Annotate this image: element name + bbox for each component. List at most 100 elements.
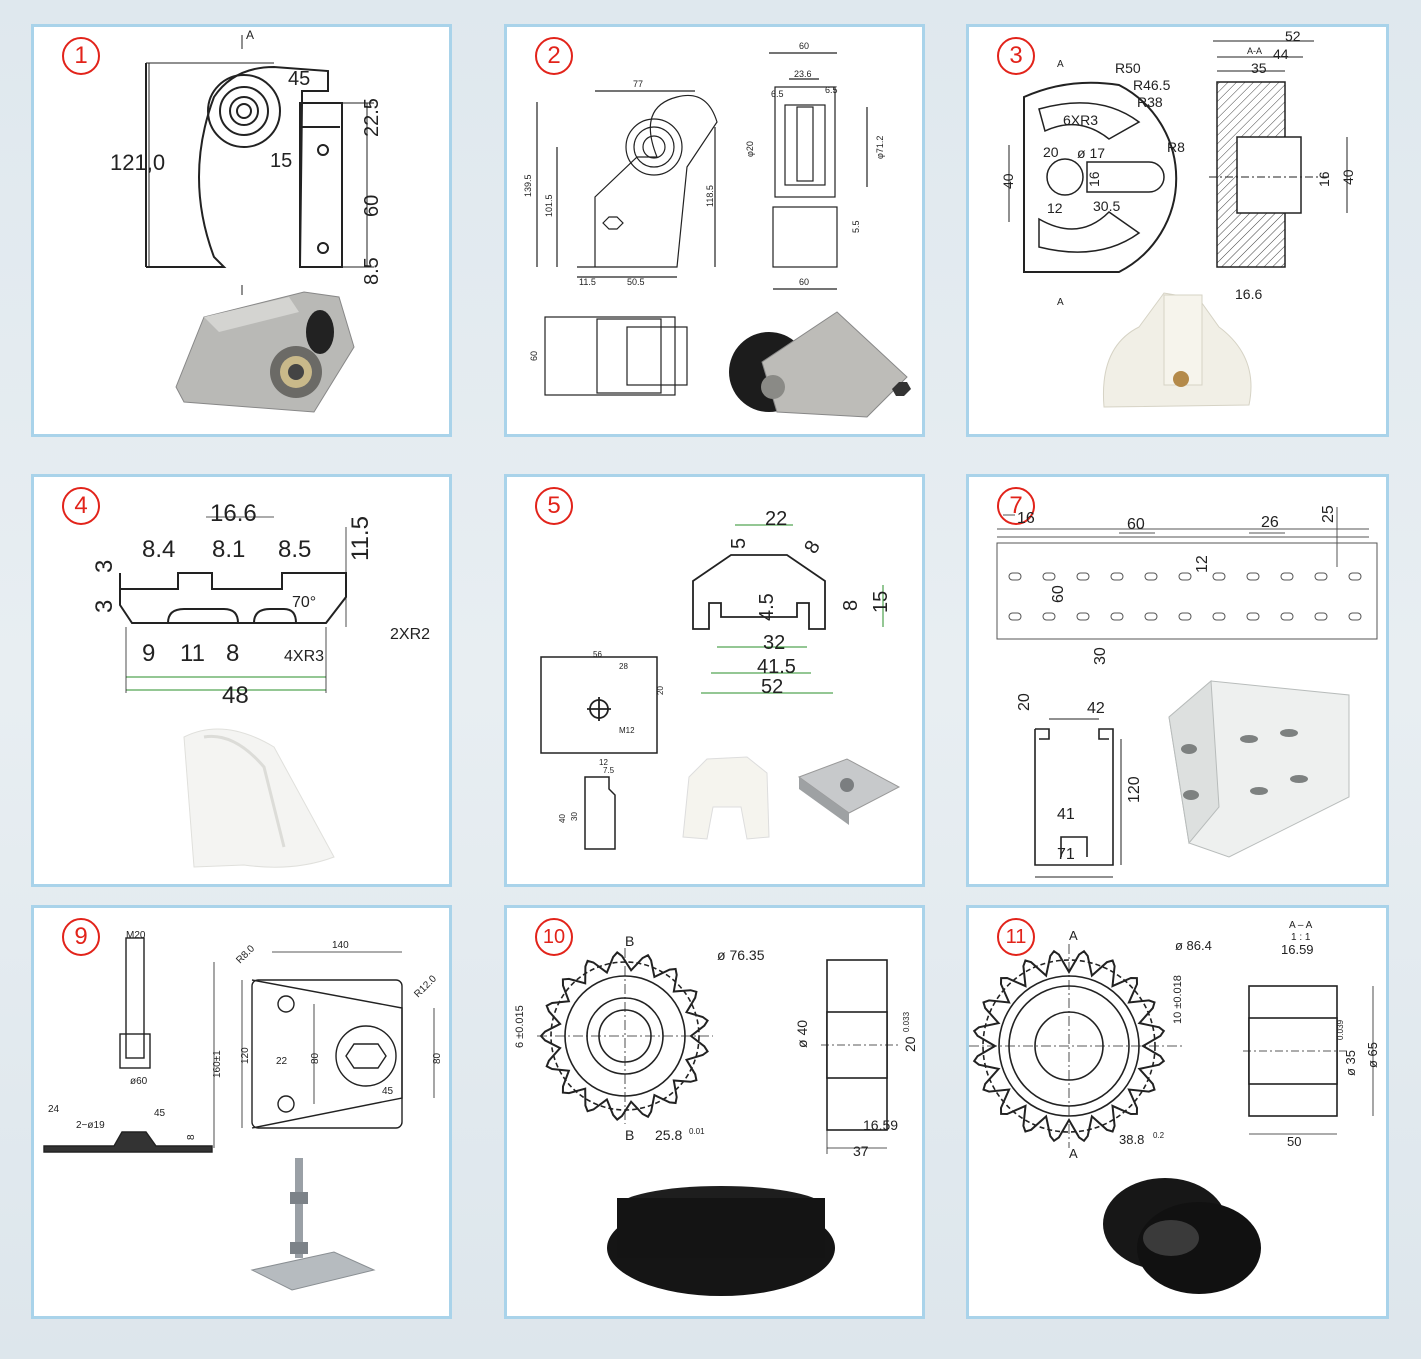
dim-20: 20 <box>1043 144 1059 160</box>
dim-120: 120 <box>1126 776 1143 803</box>
dim-m12: M12 <box>619 726 635 735</box>
dim-80-left: 80 <box>310 1052 321 1064</box>
dim-45: 45 <box>154 1108 166 1119</box>
dim-160: 160±1 <box>212 1050 223 1078</box>
dim-8-5: 8.5 <box>361 257 383 285</box>
rail-slot <box>1212 612 1226 621</box>
panel-number-badge: 1 <box>62 37 100 75</box>
slider-photos <box>682 756 901 840</box>
profile-photo <box>183 728 335 868</box>
bracket-photo <box>175 291 355 413</box>
dim-15: 15 <box>870 591 892 613</box>
housing-drawing: 60 23.6 6.5 6.5 77 139.5 101.5 118.5 11.… <box>523 41 911 418</box>
dim-8-1: 8.1 <box>212 536 245 563</box>
dim-52: 52 <box>761 676 783 698</box>
dim-11-5: 11.5 <box>347 516 374 561</box>
dim-60-top: 60 <box>799 41 809 51</box>
panel-number-badge: 10 <box>535 918 573 956</box>
dim-16-6: 16.6 <box>1235 286 1262 302</box>
dim-25: 25 <box>1320 505 1337 523</box>
sprocket-11-drawing: A A ø 86.4 10 ±0.018 38.8 0.2 A – A 1 : … <box>969 920 1380 1294</box>
dim-3b: 3 <box>91 600 118 613</box>
dim-16: 16 <box>1017 510 1035 527</box>
rail-slot <box>1110 612 1124 621</box>
dim-20: 20 <box>1016 693 1033 711</box>
dim-120: 120 <box>240 1047 251 1064</box>
rail-slot <box>1178 572 1192 581</box>
panel-4: 4 16.6 8.4 8.1 8.5 11.5 3 3 9 11 8 48 4X… <box>31 474 452 887</box>
dim-8-4: 8.4 <box>142 536 175 563</box>
dim-40: 40 <box>558 814 567 823</box>
panel-11: 11 A A ø 86.4 10 ±0.018 38.8 0.2 A – A 1… <box>966 905 1389 1319</box>
section-a-bottom: A <box>1069 1146 1078 1161</box>
dim-22-5: 22.5 <box>361 98 383 137</box>
dim-71: 71 <box>1057 846 1075 863</box>
panel-number-badge: 7 <box>997 487 1035 525</box>
dim-16b: 16 <box>1316 171 1332 187</box>
dim-phi17: ø 17 <box>1077 145 1105 161</box>
dim-30: 30 <box>570 812 579 821</box>
dim-16-59: 16.59 <box>1281 942 1314 957</box>
rail-slot <box>1280 612 1294 621</box>
dim-30: 30 <box>1092 647 1109 665</box>
section-b-top: B <box>625 933 634 949</box>
section-scale: 1 : 1 <box>1291 932 1311 943</box>
panel-7: 7 16 60 26 25 12 60 30 20 42 1 <box>966 474 1389 887</box>
rail-slot <box>1348 612 1362 621</box>
dim-r3: 6XR3 <box>1063 112 1098 128</box>
dim-9: 9 <box>142 640 155 667</box>
dim-r8: R8 <box>1167 139 1185 155</box>
rail-slot <box>1042 572 1056 581</box>
dim-28: 28 <box>619 662 628 671</box>
tol-35: 0.039 <box>1336 1019 1345 1040</box>
tol-25-8: 0.01 <box>689 1127 705 1136</box>
dim-r3: 4XR3 <box>284 648 324 665</box>
dim-60: 60 <box>1127 516 1145 533</box>
dim-6-5a: 6.5 <box>771 89 784 99</box>
leveling-foot-drawing: M20 160±1 ø60 24 2−ø19 45 8 R8.0 140 R12… <box>43 930 443 1291</box>
rail-slot <box>1144 572 1158 581</box>
sprocket-teeth-outline <box>972 949 1166 1143</box>
dim-phi35: ø 35 <box>1343 1050 1358 1076</box>
panel-9: 9 M20 160±1 ø60 24 2−ø19 45 8 R8.0 140 <box>31 905 452 1319</box>
dim-12: 12 <box>599 758 608 767</box>
section-a-a: A-A <box>1247 46 1262 56</box>
dim-r46: R46.5 <box>1133 77 1171 93</box>
rail-slot <box>1076 572 1090 581</box>
dim-56: 56 <box>593 650 602 659</box>
dim-phi76: ø 76.35 <box>717 947 765 963</box>
leveling-foot-photo <box>250 1158 376 1291</box>
panel-2: 2 60 23.6 6.5 6.5 77 139.5 101.5 118 <box>504 24 925 437</box>
dim-12: 12 <box>1194 555 1211 573</box>
dim-8-5: 8.5 <box>278 536 311 563</box>
dim-20: 20 <box>656 686 665 695</box>
dim-10: 10 ±0.018 <box>1172 975 1184 1024</box>
panel-number-badge: 9 <box>62 918 100 956</box>
sprocket-10-teeth <box>539 951 709 1121</box>
rail-slot <box>1314 612 1328 621</box>
section-mark-bottom: A <box>1057 297 1064 308</box>
dim-phi20: φ20 <box>745 141 755 157</box>
dim-32: 32 <box>763 632 785 654</box>
dim-25-8: 25.8 <box>655 1127 682 1143</box>
dim-4-5: 4.5 <box>756 593 778 621</box>
rail-slot <box>1076 612 1090 621</box>
dim-r2: 2XR2 <box>390 626 430 643</box>
dim-22: 22 <box>765 508 787 530</box>
dim-77: 77 <box>633 79 643 89</box>
dim-angle: 70° <box>292 594 316 611</box>
rail-slot <box>1178 612 1192 621</box>
dim-38-8: 38.8 <box>1119 1132 1144 1147</box>
dim-11-5: 11.5 <box>579 277 596 287</box>
sprocket-11-photo <box>1103 1178 1261 1294</box>
dim-20: 20 <box>902 1036 918 1052</box>
dim-phi40: ø 40 <box>794 1020 810 1048</box>
dim-22: 22 <box>276 1056 288 1067</box>
dim-5-5: 5.5 <box>851 220 861 233</box>
slider-drawing: 22 5 8 8 15 4.5 32 41.5 52 56 28 20 M12 … <box>540 508 901 850</box>
dim-80-right: 80 <box>432 1052 443 1064</box>
rail-drawing: 16 60 26 25 12 60 30 20 42 120 41 71 <box>996 505 1378 878</box>
dim-23-6: 23.6 <box>794 69 812 79</box>
dim-41-5: 41.5 <box>757 656 796 678</box>
dim-r12: R12.0 <box>412 973 439 1000</box>
